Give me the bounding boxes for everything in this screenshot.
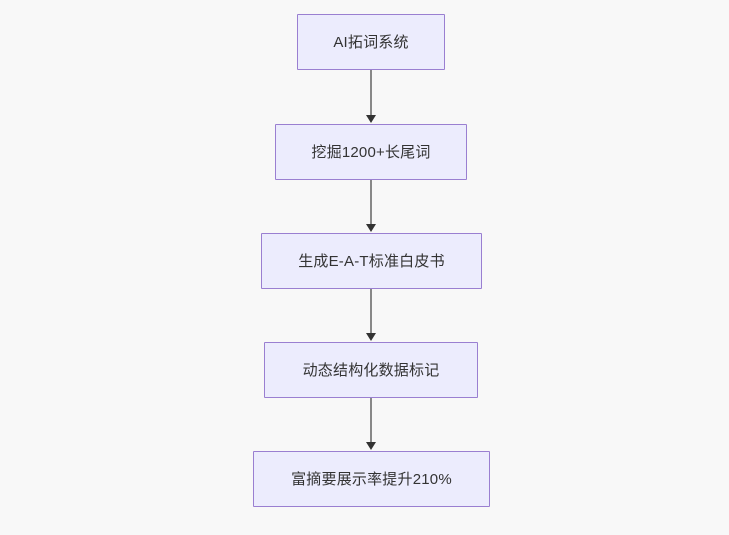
flowchart-node-5[interactable]: 富摘要展示率提升210% [253, 451, 490, 507]
edge-n4-n5 [370, 398, 372, 443]
arrowhead-n2-n3 [366, 224, 376, 232]
flowchart-node-2[interactable]: 挖掘1200+长尾词 [275, 124, 467, 180]
flowchart-node-5-label: 富摘要展示率提升210% [291, 470, 452, 488]
edge-n1-n2 [370, 70, 372, 116]
flowchart-node-3[interactable]: 生成E-A-T标准白皮书 [261, 233, 482, 289]
flowchart-node-1-label: AI拓词系统 [333, 33, 409, 51]
edge-n2-n3 [370, 180, 372, 225]
flowchart-node-2-label: 挖掘1200+长尾词 [311, 143, 431, 161]
flowchart-node-4[interactable]: 动态结构化数据标记 [264, 342, 478, 398]
arrowhead-n4-n5 [366, 442, 376, 450]
arrowhead-n1-n2 [366, 115, 376, 123]
arrowhead-n3-n4 [366, 333, 376, 341]
flowchart-node-3-label: 生成E-A-T标准白皮书 [298, 252, 445, 270]
flowchart-node-1[interactable]: AI拓词系统 [297, 14, 445, 70]
edge-n3-n4 [370, 289, 372, 334]
flowchart-node-4-label: 动态结构化数据标记 [302, 361, 440, 379]
